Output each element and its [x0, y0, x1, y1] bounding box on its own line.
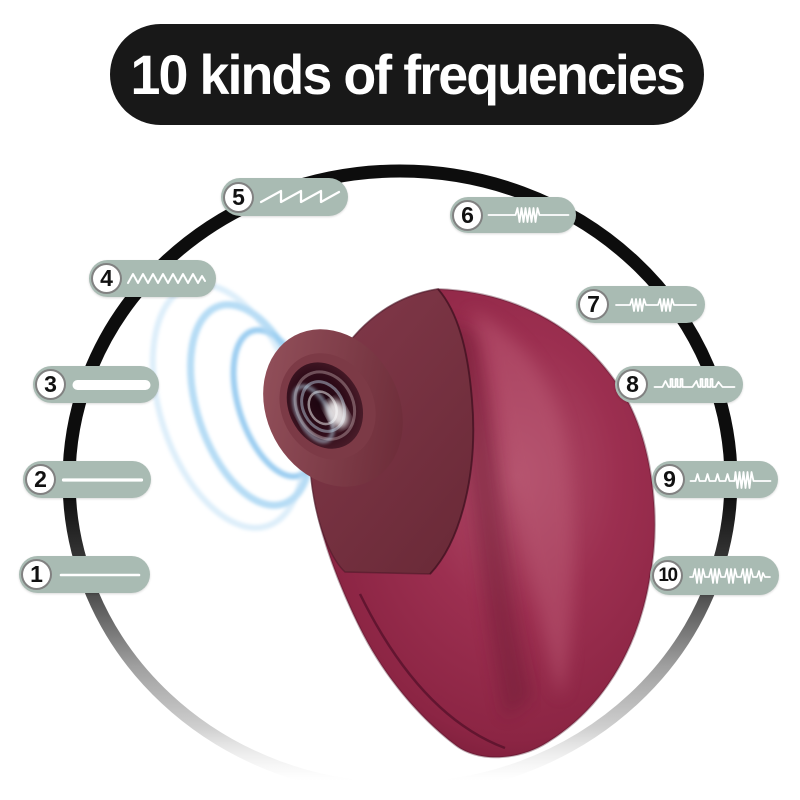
mode-pill-6: 6	[450, 197, 576, 233]
title-banner: 10 kinds of frequencies	[110, 24, 704, 125]
mode-pill-5: 5	[221, 178, 348, 216]
mode-number-badge: 5	[223, 181, 254, 213]
waveform-icon-steady-bar	[72, 379, 151, 390]
product-image	[263, 287, 656, 759]
waveform-icon-spikes-then-burst	[689, 470, 772, 489]
waveform-icon-double-burst	[615, 297, 697, 312]
mode-number-badge: 10	[652, 560, 683, 591]
mode-number-badge: 7	[578, 289, 609, 320]
mode-pill-2: 2	[23, 461, 151, 498]
waveform-icon-single-burst	[487, 207, 570, 223]
waveform-icon-multi-burst	[689, 567, 771, 584]
waveform-icon-thin-line	[59, 573, 141, 576]
mode-number-badge: 6	[452, 199, 483, 231]
product-highlight	[470, 312, 575, 698]
mode-pill-9: 9	[652, 461, 778, 498]
mode-pill-7: 7	[576, 286, 705, 323]
waveform-icon-thin-line-2	[61, 477, 144, 482]
mode-number-badge: 3	[35, 369, 66, 400]
mode-number-badge: 9	[654, 464, 685, 495]
product-nozzle	[263, 329, 403, 487]
mode-number-badge: 8	[617, 369, 648, 400]
waveform-icon-sawtooth	[259, 189, 341, 204]
page-title: 10 kinds of frequencies	[130, 43, 685, 106]
mode-pill-4: 4	[89, 260, 216, 297]
mode-number-badge: 2	[25, 464, 56, 495]
product-bottom-seam	[358, 593, 506, 750]
mode-pill-8: 8	[615, 366, 743, 403]
waveform-icon-zigzag-continuous	[127, 272, 206, 284]
mode-number-badge: 4	[91, 263, 122, 294]
product-seam	[429, 288, 475, 575]
mode-pill-3: 3	[33, 366, 159, 403]
mode-pill-10: 10	[650, 556, 779, 595]
mode-pill-1: 1	[19, 556, 150, 593]
mode-number-badge: 1	[21, 559, 52, 590]
waveform-icon-pulse-groups	[653, 377, 736, 388]
